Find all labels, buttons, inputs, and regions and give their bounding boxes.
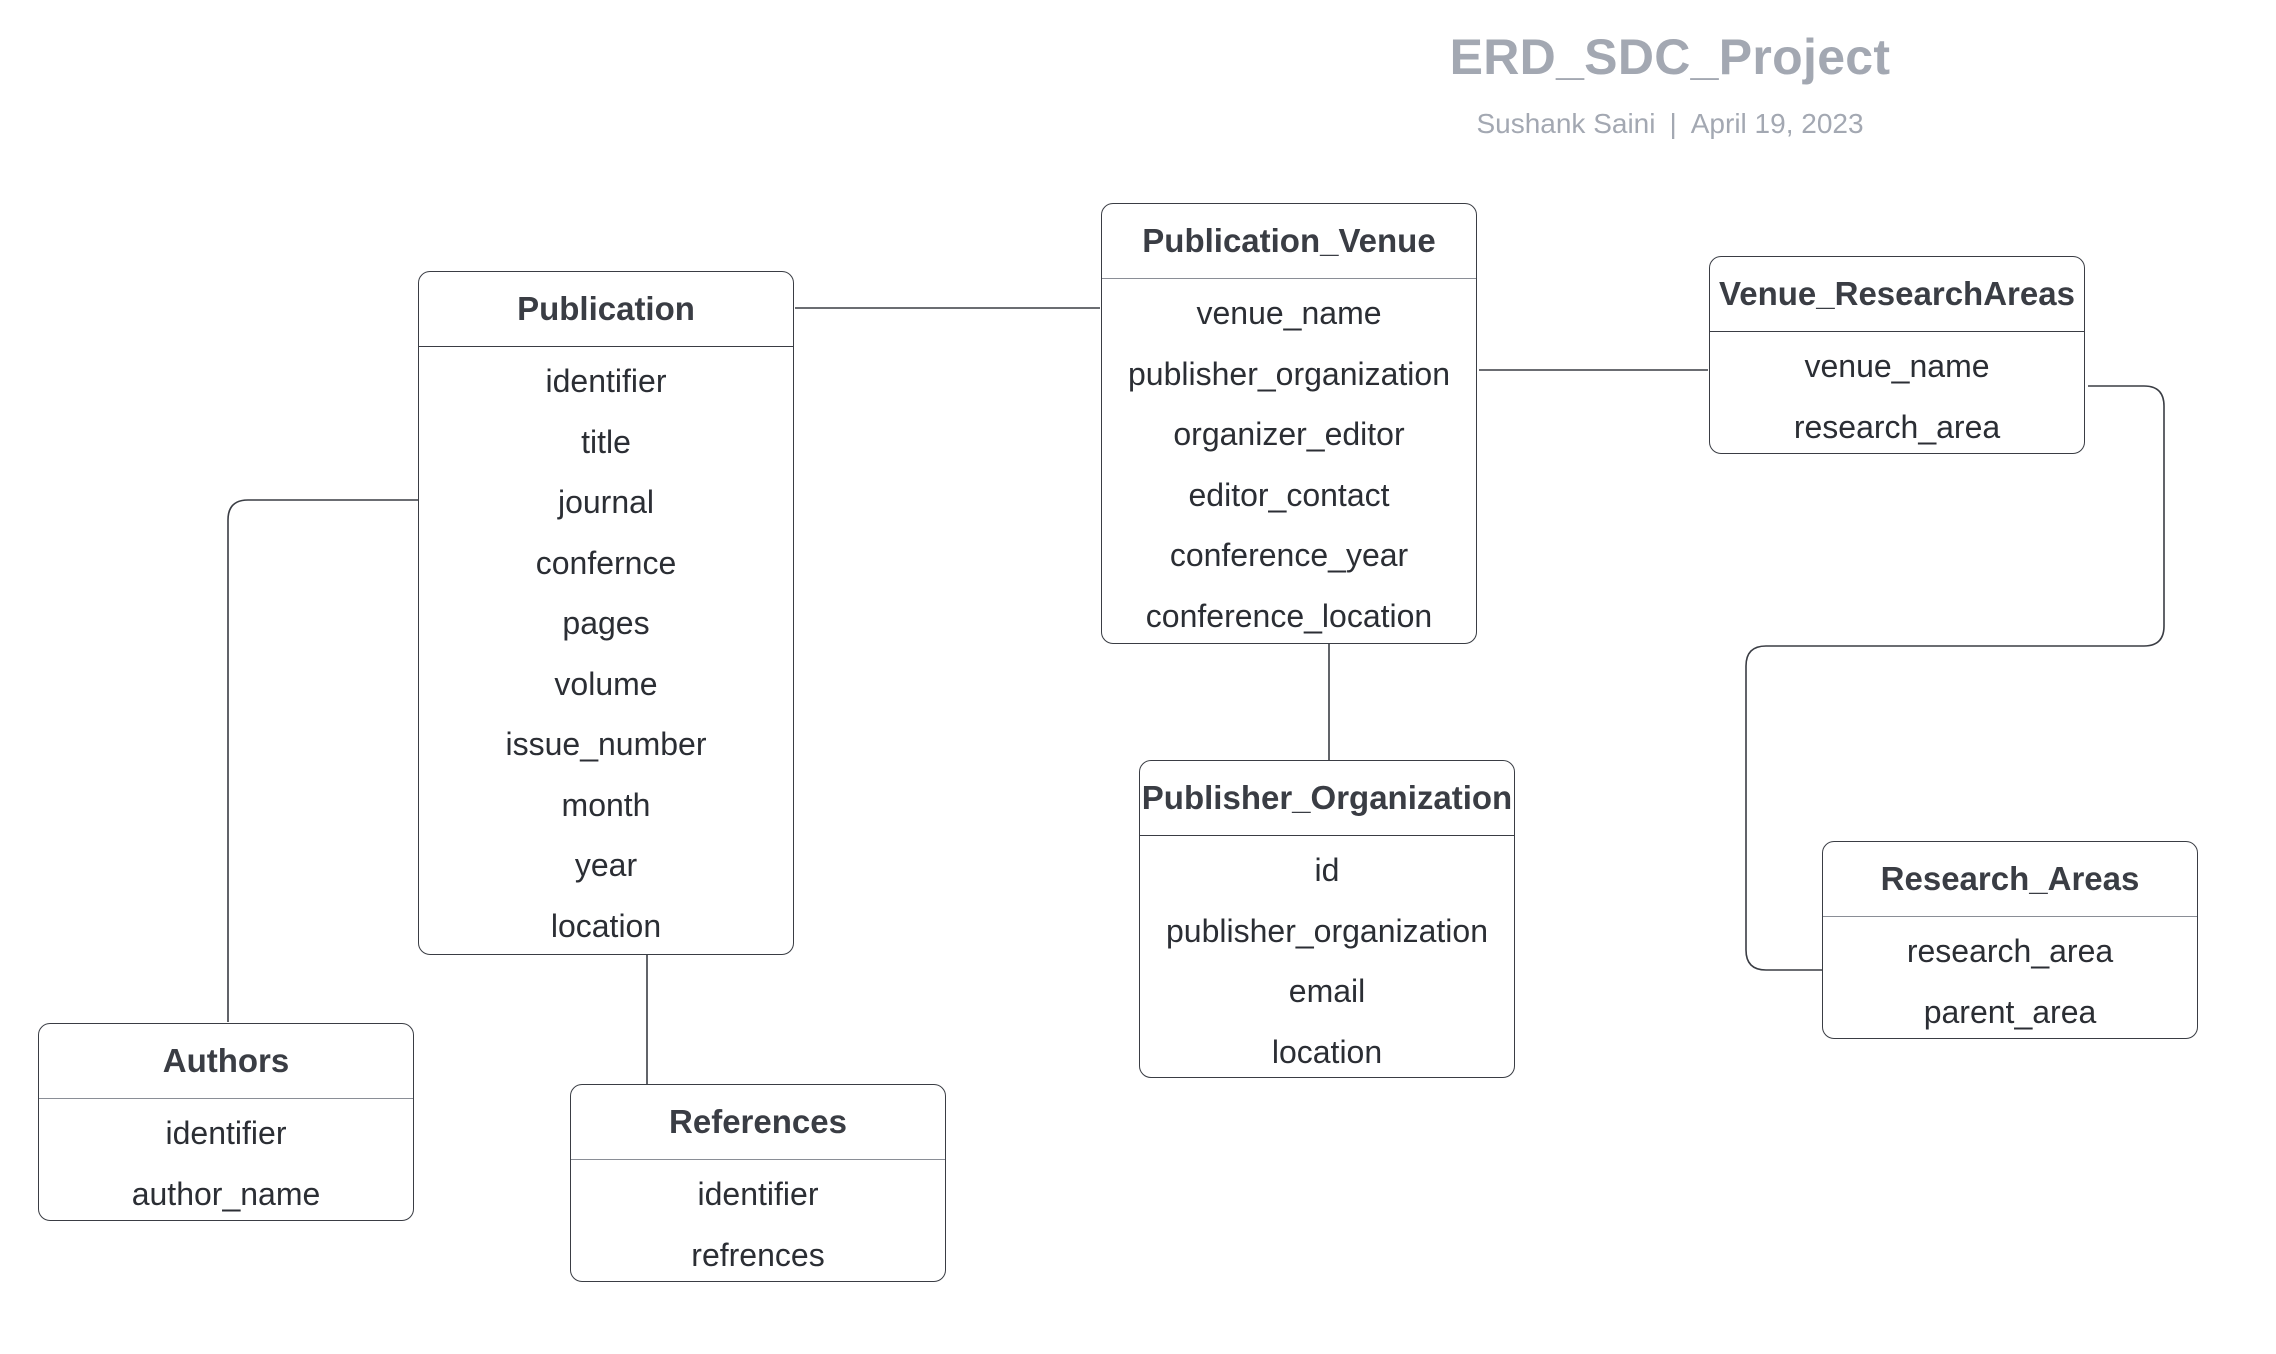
field-row: location — [550, 907, 662, 944]
entity-fields: venue_name research_area — [1710, 332, 2084, 453]
field-row: location — [1271, 1033, 1383, 1070]
field-row: research_area — [1793, 408, 2001, 445]
field-row: identifier — [697, 1176, 819, 1212]
entity-references[interactable]: References identifier refrences — [570, 1084, 946, 1282]
diagram-subtitle: Sushank Saini | April 19, 2023 — [1440, 108, 1900, 140]
field-row: issue_number — [505, 726, 707, 762]
field-row: year — [574, 847, 638, 883]
field-row: email — [1288, 973, 1366, 1009]
field-row: volume — [554, 665, 658, 702]
entity-header: Venue_ResearchAreas — [1710, 257, 2084, 332]
entity-publisher-organization[interactable]: Publisher_Organization id publisher_orga… — [1139, 760, 1515, 1078]
entity-venue-research-areas[interactable]: Venue_ResearchAreas venue_name research_… — [1709, 256, 2085, 454]
field-row: editor_contact — [1188, 476, 1390, 513]
field-row: identifier — [545, 363, 667, 399]
entity-fields: identifier title journal confernce pages… — [419, 347, 793, 954]
entity-research-areas[interactable]: Research_Areas research_area parent_area — [1822, 841, 2198, 1039]
field-row: parent_area — [1923, 993, 2097, 1030]
field-row: publisher_organization — [1128, 355, 1450, 392]
field-row: research_area — [1906, 933, 2114, 969]
entity-fields: identifier refrences — [571, 1160, 945, 1281]
field-row: publisher_organization — [1166, 912, 1488, 949]
field-row: conference_location — [1145, 597, 1433, 634]
entity-header: Publication — [419, 272, 793, 347]
field-row: confernce — [535, 544, 677, 581]
field-row: journal — [557, 484, 655, 520]
entity-fields: research_area parent_area — [1823, 917, 2197, 1038]
entity-fields: venue_name publisher_organization organi… — [1102, 279, 1476, 643]
author-name: Sushank Saini — [1476, 108, 1656, 139]
field-row: id — [1314, 852, 1340, 888]
field-row: identifier — [165, 1115, 287, 1151]
entity-publication[interactable]: Publication identifier title journal con… — [418, 271, 794, 955]
entity-publication-venue[interactable]: Publication_Venue venue_name publisher_o… — [1101, 203, 1477, 644]
entity-header: Publisher_Organization — [1140, 761, 1514, 836]
field-row: venue_name — [1196, 295, 1382, 331]
entity-header: Research_Areas — [1823, 842, 2197, 917]
entity-header: Publication_Venue — [1102, 204, 1476, 279]
field-row: refrences — [691, 1236, 825, 1273]
diagram-title: ERD_SDC_Project — [1449, 29, 1891, 85]
field-row: month — [561, 786, 651, 823]
diagram-date: April 19, 2023 — [1690, 108, 1864, 139]
entity-header: References — [571, 1085, 945, 1160]
entity-fields: identifier author_name — [39, 1099, 413, 1220]
field-row: pages — [562, 605, 650, 641]
line-publication-to-authors — [227, 499, 418, 1022]
entity-authors[interactable]: Authors identifier author_name — [38, 1023, 414, 1221]
field-row: author_name — [131, 1175, 321, 1212]
entity-fields: id publisher_organization email location — [1140, 836, 1514, 1077]
entity-header: Authors — [39, 1024, 413, 1099]
field-row: conference_year — [1169, 537, 1409, 573]
field-row: title — [581, 423, 631, 460]
subtitle-separator: | — [1669, 108, 1677, 139]
field-row: venue_name — [1804, 348, 1990, 384]
field-row: organizer_editor — [1173, 416, 1405, 452]
